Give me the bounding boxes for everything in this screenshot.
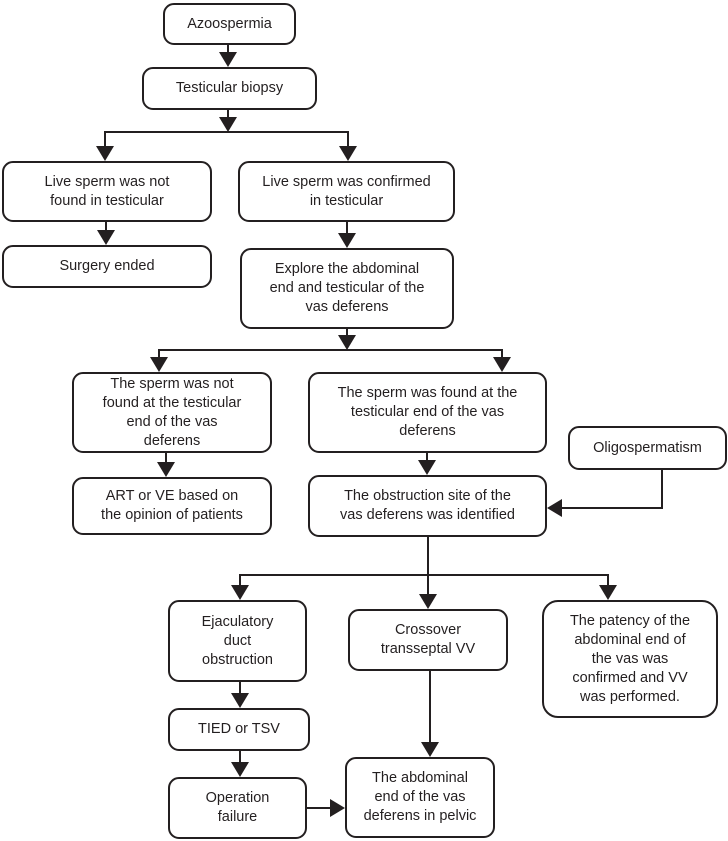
- arrowhead-splitter3-right: [599, 585, 617, 600]
- splitter1: [104, 131, 349, 133]
- line-splitter3-left: [239, 574, 241, 587]
- node-sperm-found-end: The sperm was found at the testicular en…: [308, 372, 547, 453]
- line-ejaculatory-tied: [239, 682, 241, 695]
- arrowhead-azoospermia-biopsy: [219, 52, 237, 67]
- arrowhead-crossover-pelvic: [421, 742, 439, 757]
- arrowhead-splitter3-left: [231, 585, 249, 600]
- line-splitter3-right: [607, 574, 609, 587]
- arrowhead-ejaculatory-tied: [231, 693, 249, 708]
- node-oligospermatism: Oligospermatism: [568, 426, 727, 470]
- arrowhead-biopsy-splitter1: [219, 117, 237, 132]
- arrowhead-explore-splitter2: [338, 335, 356, 350]
- node-patency-confirmed: The patency of the abdominal end of the …: [542, 600, 718, 718]
- node-art-or-ve: ART or VE based on the opinion of patien…: [72, 477, 272, 535]
- line-explore-splitter2: [346, 329, 348, 337]
- node-obstruction-site: The obstruction site of the vas deferens…: [308, 475, 547, 537]
- arrowhead-splitter1-left: [96, 146, 114, 161]
- arrowhead-confirmed-explore: [338, 233, 356, 248]
- arrowhead-oligo-obstruction: [547, 499, 562, 517]
- line-splitter2-right: [501, 349, 503, 360]
- node-sperm-not-found-end: The sperm was not found at the testicula…: [72, 372, 272, 453]
- line-foundend-obstruction: [426, 453, 428, 463]
- arrowhead-notfound-surgery: [97, 230, 115, 245]
- line-tied-failure: [239, 751, 241, 764]
- line-failure-pelvic: [307, 807, 332, 809]
- arrowhead-splitter2-left: [150, 357, 168, 372]
- splitter3: [239, 574, 609, 576]
- line-confirmed-explore: [346, 222, 348, 235]
- node-tied-tsv: TIED or TSV: [168, 708, 310, 751]
- line-oligo-vertical: [661, 470, 663, 509]
- node-live-sperm-not-found: Live sperm was not found in testicular: [2, 161, 212, 222]
- node-azoospermia: Azoospermia: [163, 3, 296, 45]
- node-testicular-biopsy: Testicular biopsy: [142, 67, 317, 110]
- arrowhead-obstruction-crossover: [419, 594, 437, 609]
- line-splitter1-left: [104, 131, 106, 149]
- node-operation-failure: Operation failure: [168, 777, 307, 839]
- node-explore-abdominal: Explore the abdominal end and testicular…: [240, 248, 454, 329]
- line-splitter2-left: [158, 349, 160, 360]
- line-crossover-pelvic: [429, 671, 431, 743]
- node-crossover-vv: Crossover transseptal VV: [348, 609, 508, 671]
- node-live-sperm-confirmed: Live sperm was confirmed in testicular: [238, 161, 455, 222]
- arrowhead-notfoundend-art: [157, 462, 175, 477]
- node-abdominal-pelvic: The abdominal end of the vas deferens in…: [345, 757, 495, 838]
- line-obstruction-crossover: [427, 537, 429, 597]
- arrowhead-failure-pelvic: [330, 799, 345, 817]
- line-biopsy-splitter1: [227, 110, 229, 118]
- line-splitter1-right: [347, 131, 349, 149]
- arrowhead-splitter1-right: [339, 146, 357, 161]
- splitter2: [158, 349, 503, 351]
- node-surgery-ended: Surgery ended: [2, 245, 212, 288]
- line-oligo-horizontal: [558, 507, 663, 509]
- arrowhead-splitter2-right: [493, 357, 511, 372]
- line-notfoundend-art: [165, 453, 167, 465]
- line-azoospermia-biopsy: [227, 45, 229, 55]
- node-ejaculatory-duct: Ejaculatory duct obstruction: [168, 600, 307, 682]
- arrowhead-tied-failure: [231, 762, 249, 777]
- arrowhead-foundend-obstruction: [418, 460, 436, 475]
- line-notfound-surgery: [105, 222, 107, 232]
